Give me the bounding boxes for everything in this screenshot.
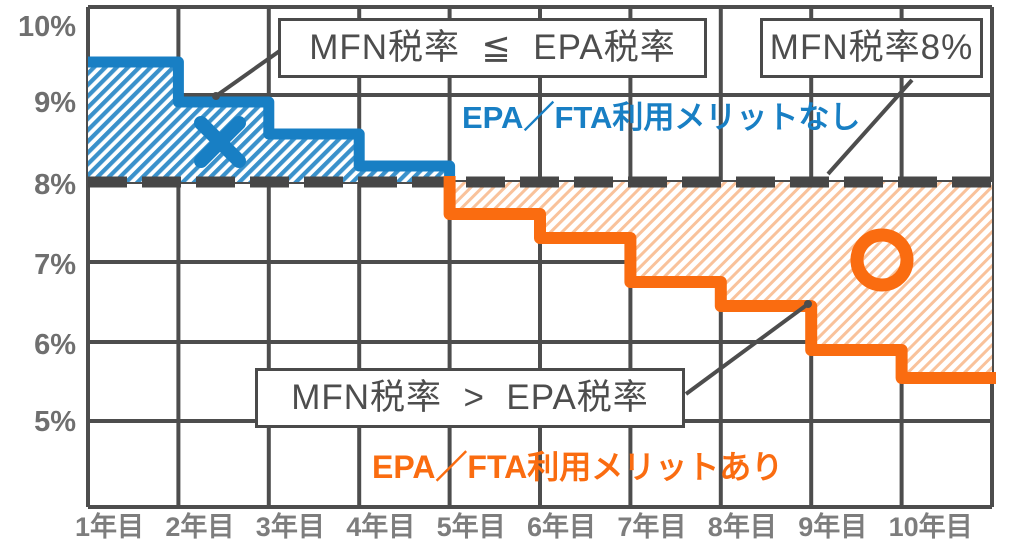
x-axis-label: 7年目 <box>617 512 687 542</box>
y-axis-label: 7% <box>34 249 76 281</box>
x-axis-label: 1年目 <box>75 512 145 542</box>
callout-mfn-gt-epa-text: MFN税率 > EPA税率 <box>291 378 649 417</box>
x-axis-label: 4年目 <box>346 512 416 542</box>
x-axis-label: 9年目 <box>798 512 868 542</box>
leader-mfn-8pct <box>826 78 914 176</box>
note-merit: EPA／FTA利用メリットあり <box>372 449 784 485</box>
leader-mfn-gt-epa-dot <box>804 300 812 308</box>
leader-mfn-gt-epa <box>684 302 810 396</box>
callout-mfn-le-epa: MFN税率 ≦ EPA税率 <box>278 18 707 78</box>
x-axis-label: 6年目 <box>527 512 597 542</box>
epa-rate-line-above-mfn <box>88 56 456 190</box>
merit-o-mark-icon <box>850 228 914 292</box>
callout-mfn-le-epa-text: MFN税率 ≦ EPA税率 <box>309 28 676 67</box>
callout-mfn-gt-epa: MFN税率 > EPA税率 <box>255 368 685 428</box>
leader-mfn-le-epa <box>214 48 283 98</box>
note-no-merit: EPA／FTA利用メリットなし <box>462 100 861 135</box>
y-axis-label: 9% <box>34 87 76 119</box>
x-axis-label: 2年目 <box>165 512 235 542</box>
x-axis-label: 10年目 <box>888 512 973 542</box>
no-merit-x-mark-icon <box>194 116 246 168</box>
y-axis-label: 8% <box>34 169 76 201</box>
y-axis-label: 10% <box>17 11 76 43</box>
x-axis-label: 3年目 <box>255 512 325 542</box>
y-axis-label: 5% <box>34 406 76 438</box>
epa-rate-line-below-mfn <box>443 176 996 384</box>
y-axis-label: 6% <box>34 329 76 361</box>
callout-mfn-8pct: MFN税率8% <box>760 18 983 78</box>
x-axis-label: 5年目 <box>436 512 506 542</box>
callout-mfn-8pct-text: MFN税率8% <box>769 28 974 67</box>
x-axis-label: 8年目 <box>707 512 777 542</box>
leader-mfn-le-epa-dot <box>212 92 220 100</box>
